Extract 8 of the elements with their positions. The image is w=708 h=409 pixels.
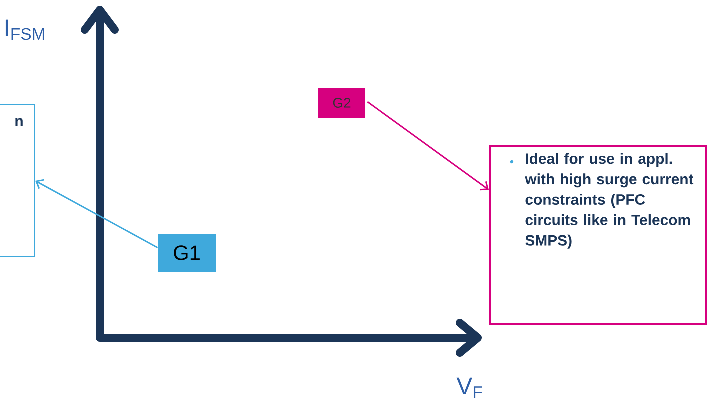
axis-label: I$_{FSM}$ bbox=[6, 20, 44, 40]
arrow bbox=[367, 101, 489, 191]
text-box: Ideal for use in appl. with high surge current constraints (PFC circuits like in Telecom SMPS) bbox=[489, 145, 707, 325]
axis-label: V$_{F}$ bbox=[456, 378, 482, 398]
text-box: n bbox=[0, 104, 36, 258]
label-box: G1 bbox=[158, 234, 216, 272]
label-box: G2 bbox=[318, 88, 366, 118]
arrow bbox=[36, 179, 158, 249]
